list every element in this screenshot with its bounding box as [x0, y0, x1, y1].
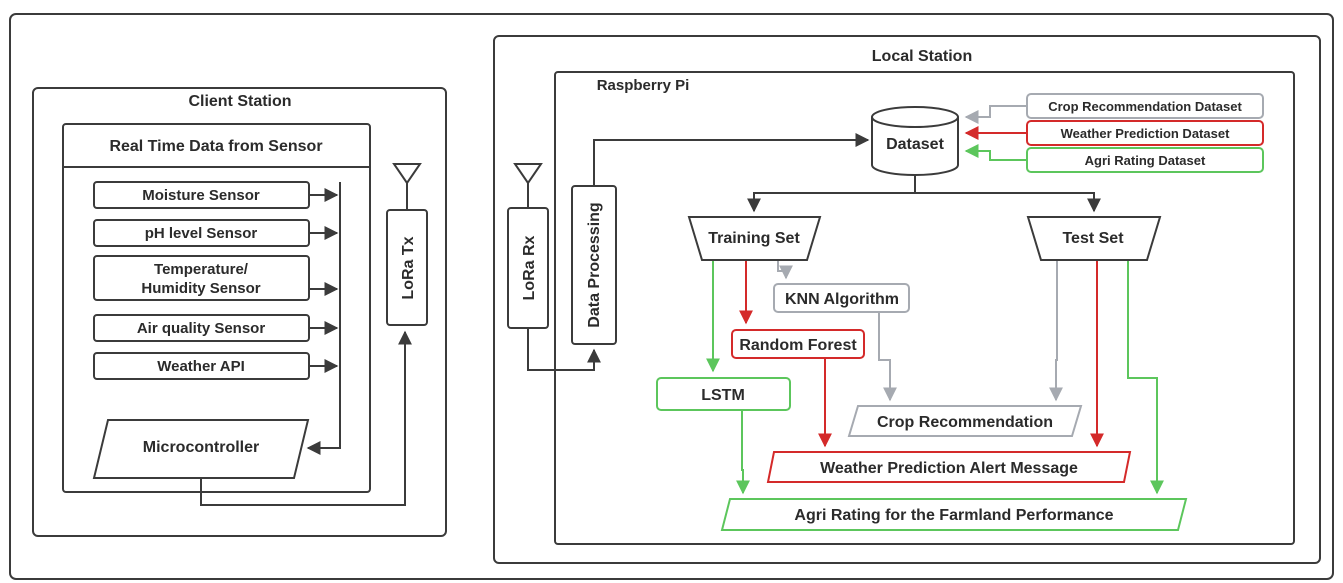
outer-frame — [9, 13, 1334, 580]
test-set-label: Test Set — [1062, 230, 1124, 247]
random-forest-box — [731, 329, 865, 359]
client-station-title: Client Station — [188, 93, 291, 110]
moisture-sensor-label: Moisture Sensor — [142, 187, 260, 204]
training-set-box — [687, 216, 822, 261]
raspberry-pi-panel — [554, 71, 1295, 545]
crop-recommendation-output-label: Crop Recommendation — [877, 414, 1053, 431]
knn-algorithm-label: KNN Algorithm — [785, 291, 899, 308]
weather-alert-output-box — [766, 451, 1132, 483]
lstm-label: LSTM — [701, 387, 745, 404]
realtime-data-panel — [62, 123, 371, 493]
dataset-label: Dataset — [886, 136, 944, 153]
knn-algorithm-box — [773, 283, 910, 313]
lora-tx-antenna-icon — [392, 163, 422, 185]
random-forest-label: Random Forest — [739, 337, 857, 354]
local-station: Local Station Raspberry Pi LoRa Rx Data … — [493, 35, 1321, 564]
training-set-label: Training Set — [708, 230, 800, 247]
raspberry-pi-title: Raspberry Pi — [597, 77, 690, 94]
lora-rx-antenna-icon — [513, 163, 543, 185]
temp-sensor-label-line1: Temperature/ — [154, 261, 249, 278]
air-quality-sensor-label: Air quality Sensor — [137, 320, 266, 337]
test-set-box — [1026, 216, 1162, 261]
lstm-box — [656, 377, 791, 411]
agri-rating-output-box — [720, 498, 1188, 531]
microcontroller-box — [92, 419, 310, 479]
crop-recommendation-dataset-label: Crop Recommendation Dataset — [1048, 99, 1242, 114]
dataset-cylinder — [871, 106, 959, 176]
realtime-data-header: Real Time Data from Sensor — [109, 138, 322, 155]
weather-api-label: Weather API — [157, 358, 245, 375]
local-station-title: Local Station — [872, 48, 972, 65]
lora-tx-label: LoRa Tx — [400, 236, 417, 299]
weather-alert-output-label: Weather Prediction Alert Message — [820, 460, 1078, 477]
data-processing-label: Data Processing — [586, 202, 603, 327]
temp-sensor-label-line2: Humidity Sensor — [141, 280, 260, 297]
agri-rating-dataset-label: Agri Rating Dataset — [1085, 153, 1206, 168]
crop-recommendation-output-box — [847, 405, 1083, 437]
weather-prediction-dataset-label: Weather Prediction Dataset — [1061, 126, 1230, 141]
ph-sensor-label: pH level Sensor — [145, 225, 258, 242]
microcontroller-label: Microcontroller — [143, 439, 259, 456]
temp-humidity-sensor-box — [93, 255, 310, 301]
client-station: Client Station Real Time Data from Senso… — [32, 87, 447, 537]
lora-rx-label: LoRa Rx — [521, 235, 538, 300]
agri-rating-output-label: Agri Rating for the Farmland Performance — [794, 507, 1113, 524]
